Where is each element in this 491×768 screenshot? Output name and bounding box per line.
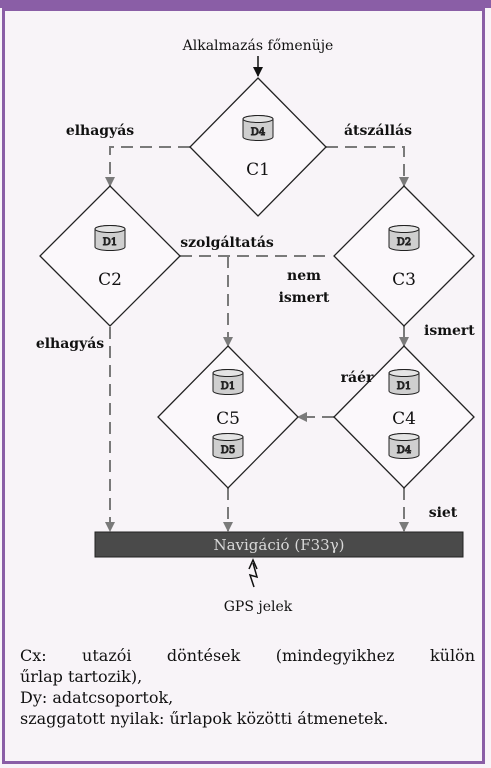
database-c2-1-icon: D1 (94, 225, 126, 251)
edge-c1-c2 (105, 146, 190, 187)
node-c1-diamond (189, 77, 327, 217)
database-c5-1-icon: D1 (212, 369, 244, 395)
database-c3-1-icon: D2 (388, 225, 420, 251)
edge-label-atszallas: átszállás (344, 123, 412, 139)
node-c4-label: C4 (392, 409, 416, 429)
database-c4-2-label: D4 (397, 445, 411, 456)
edge-label-szolgaltatas: szolgáltatás (180, 235, 274, 251)
database-c4-2-icon: D4 (388, 433, 420, 459)
lightning-arrowhead-icon (248, 558, 258, 570)
edge-label-elhagyas-left: elhagyás (36, 336, 104, 352)
navigation-bar (94, 531, 464, 558)
caption-line-1: Cx: utazói döntések (mindegyikhez külön (20, 646, 475, 665)
database-c5-2-label: D5 (221, 445, 235, 456)
node-c3-label: C3 (392, 270, 416, 290)
caption-line-3: Dy: adatcsoportok, (20, 688, 174, 707)
edge-c1-c3 (326, 146, 409, 187)
database-c1-1-label: D4 (251, 127, 265, 138)
node-c1-label: C1 (246, 160, 270, 180)
edge-label-ismert: ismert (424, 323, 475, 339)
node-c2-diamond (39, 185, 181, 327)
edge-label-siet: siet (429, 505, 458, 521)
gps-label: GPS jelek (224, 599, 293, 615)
node-c4-diamond (333, 345, 475, 489)
database-c1-1-icon: D4 (242, 115, 274, 141)
database-c4-1-icon: D1 (388, 369, 420, 395)
edge-label-nem: nem (287, 268, 321, 284)
node-c3-diamond (333, 185, 475, 327)
entry-label: Alkalmazás főmenüje (182, 38, 334, 54)
database-c2-1-label: D1 (103, 237, 117, 248)
node-c5-diamond (157, 345, 299, 489)
figure-caption: Cx: utazói döntések (mindegyikhez külön … (20, 645, 475, 729)
top-accent-bar (0, 0, 491, 8)
node-c2-label: C2 (98, 270, 122, 290)
database-c4-1-label: D1 (397, 381, 411, 392)
node-c5-label: C5 (216, 409, 240, 429)
database-c5-1-label: D1 (221, 381, 235, 392)
database-c3-1-label: D2 (397, 237, 411, 248)
caption-line-4: szaggatott nyilak: űrlapok közötti átmen… (20, 709, 389, 728)
edge-label-nem-ismert: ismert (279, 290, 330, 306)
navigation-label: Navigáció (F33γ) (213, 536, 344, 554)
edge-label-elhagyas-top: elhagyás (66, 123, 134, 139)
edge-label-raer: ráér (341, 370, 374, 386)
lightning-icon (248, 562, 259, 588)
database-c5-2-icon: D5 (212, 433, 244, 459)
caption-line-2: űrlap tartozik), (20, 667, 143, 686)
